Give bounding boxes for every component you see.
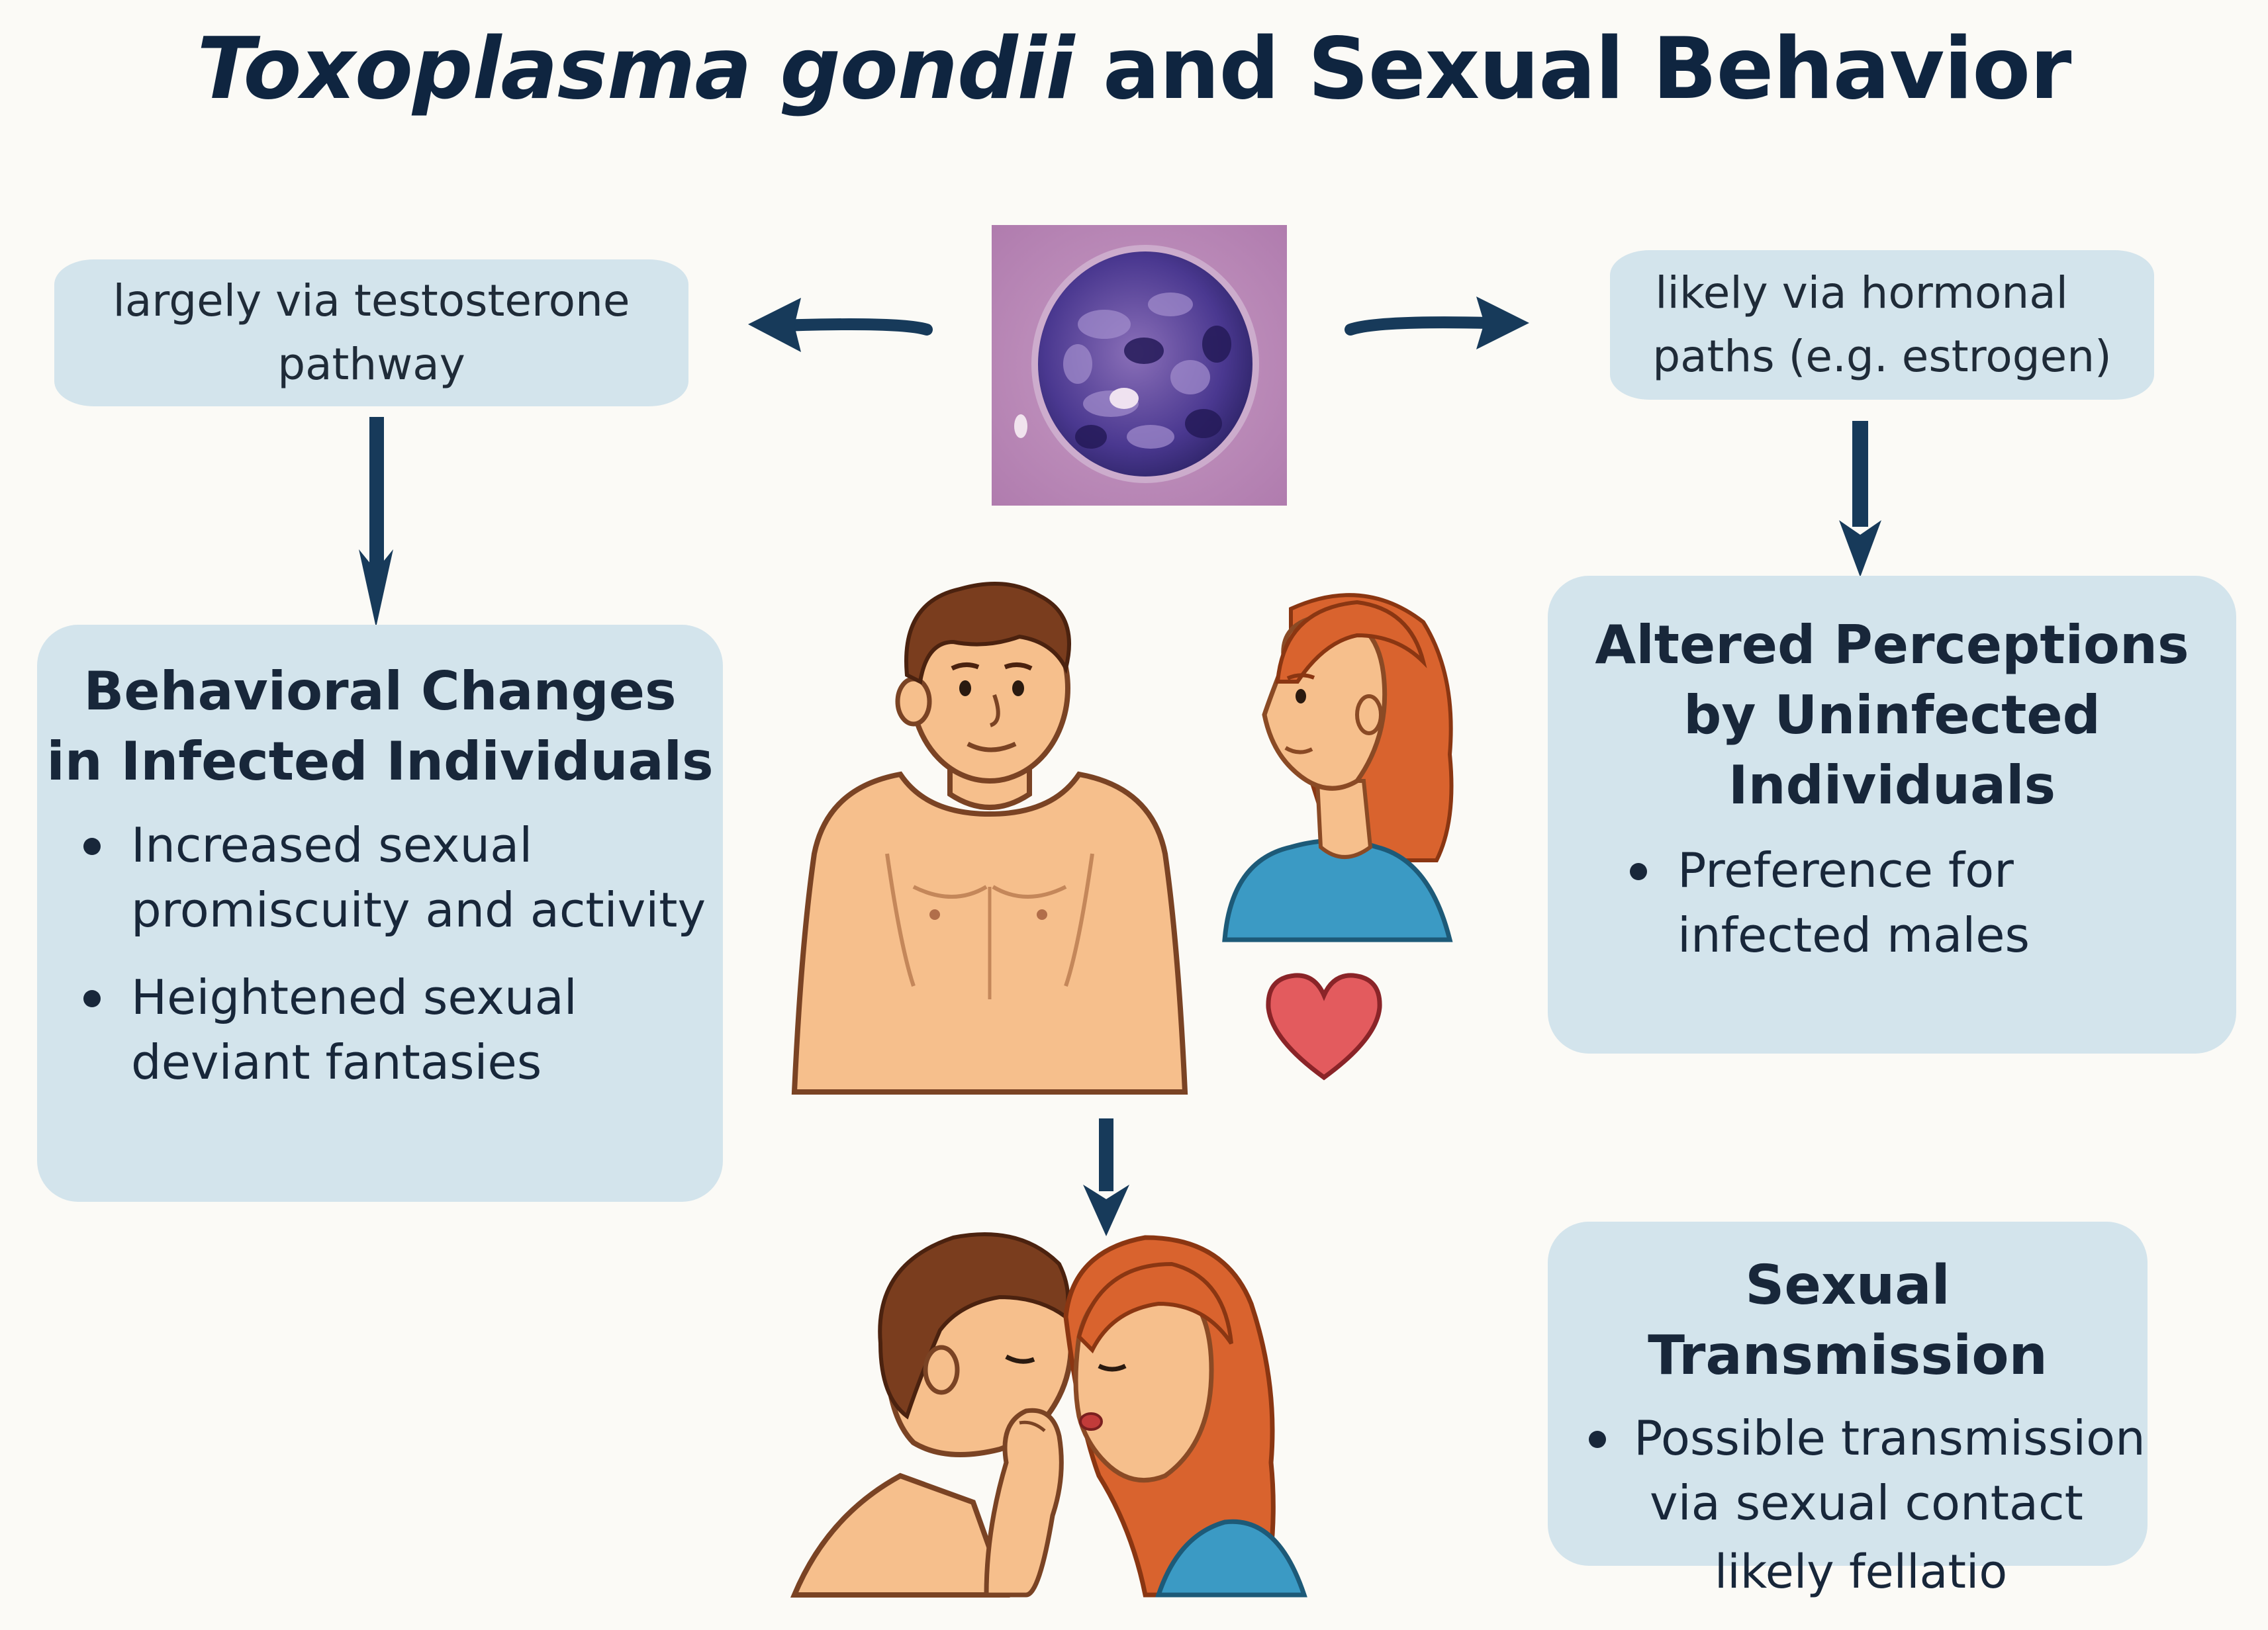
bullet-line: Heightened sexual [131, 970, 577, 1025]
bullet-line: deviant fantasies [131, 1034, 542, 1090]
parasite-micrograph [992, 225, 1287, 506]
behavioral-heading: Behavioral Changes in Infected Individua… [37, 657, 723, 797]
title-rest: and Sexual Behavior [1074, 20, 2071, 118]
bullet-line: via sexual contact [1650, 1475, 2083, 1531]
list-item: Increased sexual promiscuity and activit… [37, 813, 723, 942]
left-path-line1: largely via testosterone [113, 275, 630, 326]
sexual-transmission-card: Sexual Transmission Possible transmissio… [1548, 1222, 2148, 1599]
behavioral-bullets: Increased sexual promiscuity and activit… [37, 813, 723, 1095]
list-item: Preference for infected males [1548, 838, 2236, 968]
transmission-note: likely fellatio [1714, 1545, 2008, 1599]
perceptions-heading-line2: by Uninfected Individuals [1683, 684, 2101, 816]
arrow-icon [359, 417, 393, 627]
page-title: Toxoplasma gondii and Sexual Behavior [0, 20, 2268, 118]
arrow-icon [748, 298, 933, 352]
perceptions-bullets: Preference for infected males [1548, 838, 2236, 968]
perceptions-heading-line1: Altered Perceptions [1595, 614, 2189, 676]
perceptions-heading: Altered Perceptions by Uninfected Indivi… [1548, 610, 2236, 821]
list-item: Heightened sexual deviant fantasies [37, 965, 723, 1095]
hormonal-pathway-label: likely via hormonal paths (e.g. estrogen… [1610, 250, 2154, 400]
woman-icon [1222, 593, 1454, 942]
right-path-line2: paths (e.g. estrogen) [1652, 331, 2112, 382]
bullet-line: infected males [1677, 907, 2030, 963]
left-path-line2: pathway [277, 339, 465, 390]
behavioral-heading-line1: Behavioral Changes [83, 660, 677, 722]
right-path-line1: likely via hormonal [1655, 267, 2068, 318]
title-species: Toxoplasma gondii [197, 20, 1075, 118]
man-icon [791, 582, 1188, 1095]
transmission-bullets: Possible transmission via sexual contact [1548, 1406, 2148, 1535]
bullet-line: Increased sexual [131, 817, 533, 873]
transmission-heading: Sexual Transmission [1648, 1254, 2048, 1387]
bullet-line: promiscuity and activity [131, 882, 706, 938]
altered-perceptions-card: Altered Perceptions by Uninfected Indivi… [1548, 576, 2236, 1054]
bullet-line: Possible transmission [1634, 1410, 2146, 1466]
list-item: Possible transmission via sexual contact [1548, 1406, 2148, 1535]
arrow-icon [1345, 296, 1529, 349]
testosterone-pathway-label: largely via testosterone pathway [54, 259, 688, 406]
bullet-line: Preference for [1677, 842, 2014, 898]
kissing-couple-icon [790, 1232, 1307, 1598]
heart-icon [1266, 973, 1382, 1081]
arrow-icon [1083, 1118, 1129, 1236]
behavioral-heading-line2: in Infected Individuals [46, 731, 714, 792]
arrow-icon [1839, 421, 1881, 577]
behavioral-changes-card: Behavioral Changes in Infected Individua… [37, 625, 723, 1202]
